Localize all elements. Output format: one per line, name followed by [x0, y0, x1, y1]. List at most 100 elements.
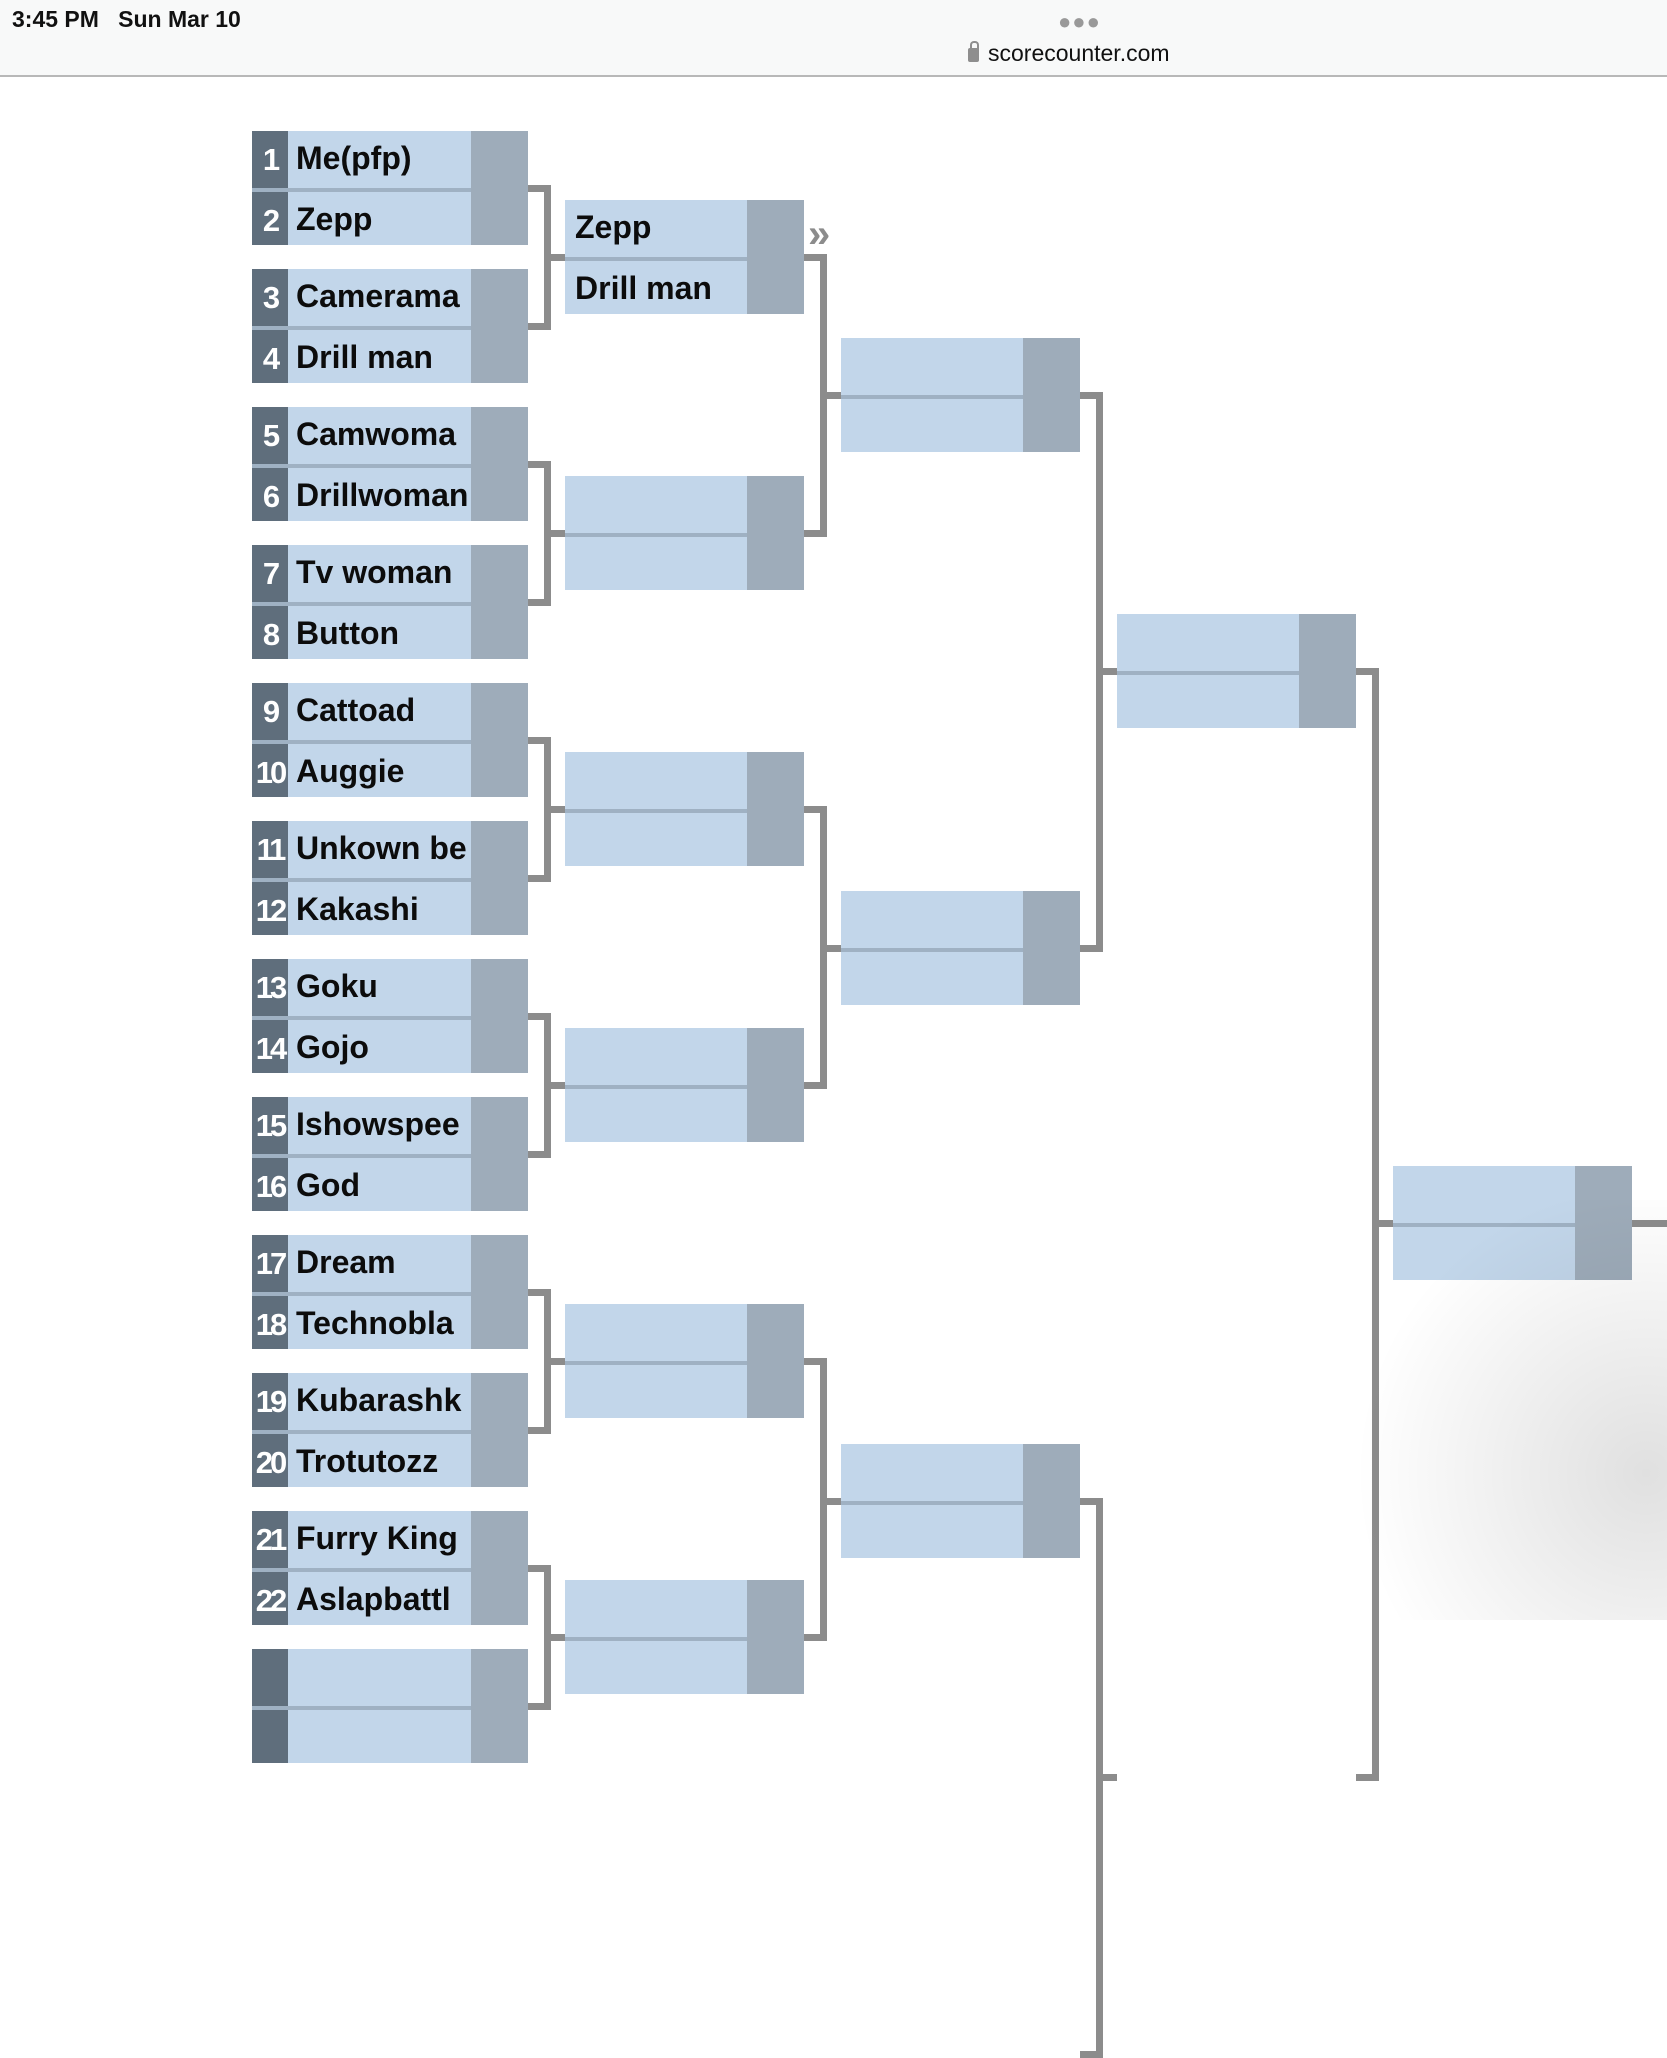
score-box[interactable]: [747, 1580, 804, 1694]
bracket-connector: [528, 874, 551, 882]
match-r2-2[interactable]: [565, 476, 804, 590]
seed-number: 8: [252, 606, 288, 659]
match-r2-6[interactable]: [565, 1580, 804, 1694]
team-slot[interactable]: Zepp: [565, 200, 747, 257]
match-r2-5[interactable]: [565, 1304, 804, 1418]
team-slot[interactable]: [841, 891, 1023, 948]
more-dots-icon[interactable]: ●●●: [1058, 9, 1101, 34]
team-slot[interactable]: [1117, 614, 1299, 671]
score-box[interactable]: [471, 1649, 528, 1763]
team-slot[interactable]: [565, 809, 747, 866]
team-slot[interactable]: [1393, 1223, 1575, 1280]
score-box[interactable]: [471, 269, 528, 383]
match-r3-1[interactable]: [841, 338, 1080, 452]
score-box[interactable]: [471, 1235, 528, 1349]
match-r3-2[interactable]: [841, 891, 1080, 1005]
match-r1-12[interactable]: [252, 1649, 528, 1763]
seed-number: 21: [252, 1511, 288, 1568]
team-slot[interactable]: [565, 1304, 747, 1361]
team-slot[interactable]: [841, 1444, 1023, 1501]
team-slot[interactable]: [841, 948, 1023, 1005]
score-box[interactable]: [1023, 891, 1080, 1005]
bracket-connector: [544, 1081, 565, 1089]
team-slot[interactable]: [565, 1637, 747, 1694]
team-slot[interactable]: [841, 1501, 1023, 1558]
score-box[interactable]: [1023, 338, 1080, 452]
team-slot[interactable]: [841, 395, 1023, 452]
team-slot[interactable]: [565, 533, 747, 590]
team-slot[interactable]: [565, 476, 747, 533]
team-slot[interactable]: [1117, 671, 1299, 728]
seed-number: 19: [252, 1373, 288, 1430]
team-slot[interactable]: [252, 1706, 471, 1763]
score-box[interactable]: [471, 683, 528, 797]
score-box[interactable]: [471, 131, 528, 245]
url-bar[interactable]: scorecounter.com: [968, 40, 1170, 67]
score-box[interactable]: [747, 1028, 804, 1142]
score-box[interactable]: [747, 476, 804, 590]
score-box[interactable]: [1575, 1166, 1632, 1280]
score-box[interactable]: [471, 1373, 528, 1487]
match-r2-3[interactable]: [565, 752, 804, 866]
score-box[interactable]: [1299, 614, 1356, 728]
team-slot[interactable]: [565, 1580, 747, 1637]
team-slot[interactable]: [565, 752, 747, 809]
score-box[interactable]: [471, 545, 528, 659]
match-r5-1[interactable]: [1393, 1166, 1632, 1280]
match-r2-4[interactable]: [565, 1028, 804, 1142]
team-slot[interactable]: Drill man: [565, 257, 747, 314]
score-box[interactable]: [471, 821, 528, 935]
score-box[interactable]: [1023, 1444, 1080, 1558]
score-box[interactable]: [471, 1511, 528, 1625]
score-box[interactable]: [747, 752, 804, 866]
team-slot[interactable]: [252, 1649, 471, 1706]
score-box[interactable]: [747, 200, 804, 314]
double-chevron-right-icon[interactable]: »: [808, 212, 831, 256]
match-r4-1[interactable]: [1117, 614, 1356, 728]
score-box[interactable]: [747, 1304, 804, 1418]
team-slot[interactable]: [841, 338, 1023, 395]
score-box[interactable]: [471, 407, 528, 521]
team-slot[interactable]: [565, 1085, 747, 1142]
score-box[interactable]: [471, 959, 528, 1073]
score-box[interactable]: [471, 1097, 528, 1211]
team-slot[interactable]: [565, 1361, 747, 1418]
team-slot[interactable]: [565, 1028, 747, 1085]
match-r3-3[interactable]: [841, 1444, 1080, 1558]
team-slot[interactable]: [1393, 1166, 1575, 1223]
